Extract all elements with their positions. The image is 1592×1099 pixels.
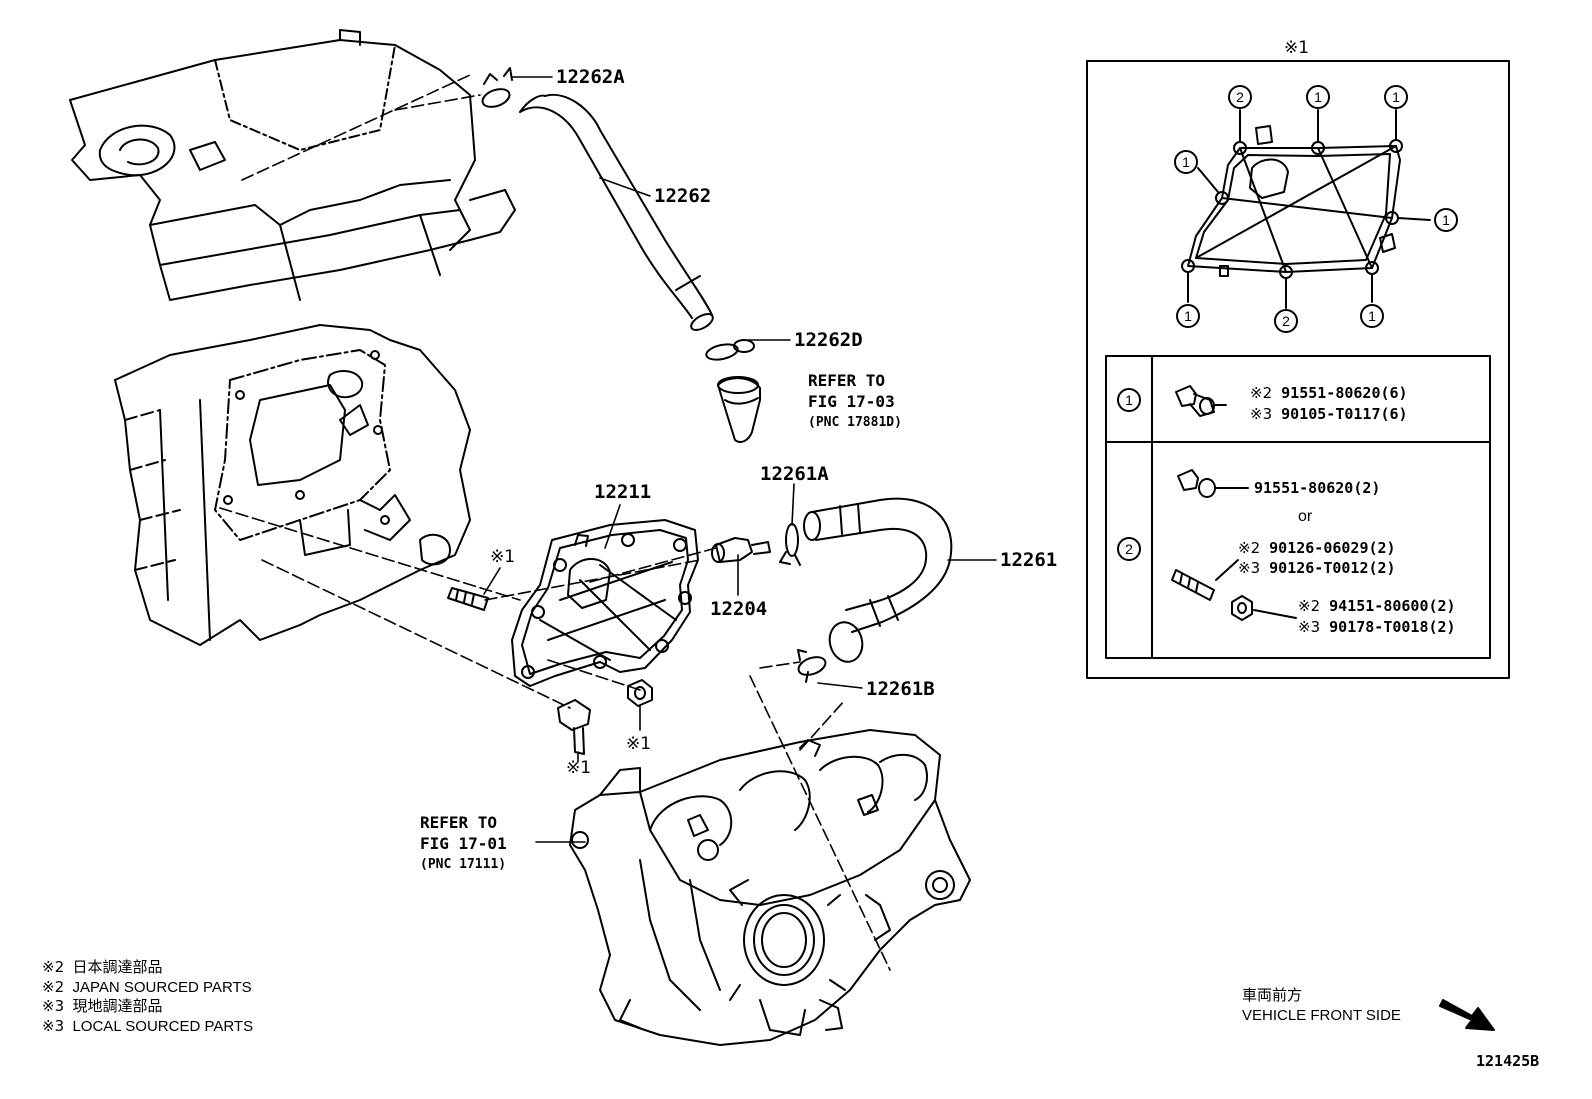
- pcv-valve-12204-drawing: [711, 537, 771, 563]
- bolt-mark: ※1: [566, 758, 592, 778]
- table-row-number: 1: [1125, 392, 1133, 408]
- clamp-12261A-drawing: [779, 523, 801, 566]
- circle-number: 1: [1314, 89, 1322, 105]
- hose-12261-drawing: [803, 497, 953, 663]
- callout-12261: 12261: [1000, 549, 1058, 571]
- stud-mark: ※1: [490, 547, 516, 567]
- part-number-line: ※2 91551-80620(6): [1250, 384, 1408, 402]
- ref-line: FIG 17-01: [420, 834, 507, 853]
- ref-line: REFER TO: [420, 813, 498, 832]
- part-number-line: ※3 90178-T0018(2): [1298, 618, 1456, 636]
- part-number-line: ※2 90126-06029(2): [1238, 539, 1396, 557]
- stud-drawing: [447, 587, 489, 611]
- clamp-12261B-drawing: [797, 649, 827, 683]
- vehicle-front-arrow: [1439, 999, 1495, 1031]
- callout-12211: 12211: [594, 481, 652, 503]
- ref-line: (PNC 17881D): [808, 415, 902, 430]
- circle-number: 1: [1184, 308, 1192, 324]
- ref-line: REFER TO: [808, 371, 886, 390]
- callout-12261B: 12261B: [866, 678, 935, 700]
- ref-line: FIG 17-03: [808, 392, 895, 411]
- note-line: ※3 現地調達部品: [42, 997, 163, 1015]
- table-row-number: 2: [1125, 541, 1133, 557]
- callout-12204: 12204: [710, 598, 768, 620]
- circle-number: 2: [1236, 89, 1244, 105]
- callout-12262D: 12262D: [794, 329, 863, 351]
- note-line: ※2 日本調達部品: [42, 958, 163, 976]
- callout-12261A: 12261A: [760, 463, 829, 485]
- clamp-12262D-drawing: [705, 339, 755, 361]
- callout-12262: 12262: [654, 185, 712, 207]
- leader-lines: [483, 76, 997, 843]
- hose-12262-drawing: [519, 93, 714, 331]
- vehicle-front-jp: 車両前方: [1242, 986, 1303, 1004]
- intake-manifold-drawing: [569, 729, 971, 1046]
- pcv-fitting-drawing: [717, 376, 761, 443]
- figure-id: 121425B: [1476, 1052, 1540, 1070]
- part-number-line: ※3 90126-T0012(2): [1238, 559, 1396, 577]
- circle-number: 1: [1392, 89, 1400, 105]
- callout-12262A: 12262A: [556, 66, 625, 88]
- circle-number: 2: [1282, 313, 1290, 329]
- part-number-line: 91551-80620(2): [1254, 479, 1381, 497]
- detail-circle-numbers: 2 1 1 1 1 1 2 1 1 2: [1125, 89, 1450, 557]
- clamp-12262A-drawing: [481, 67, 513, 108]
- note-line: ※3 LOCAL SOURCED PARTS: [42, 1017, 254, 1035]
- detail-box: [1086, 60, 1510, 679]
- detail-title-mark: ※1: [1284, 38, 1310, 58]
- note-line: ※2 JAPAN SOURCED PARTS: [42, 978, 252, 996]
- assembly-lines: [219, 74, 891, 971]
- circle-number: 1: [1368, 308, 1376, 324]
- nut-mark: ※1: [626, 734, 652, 754]
- ref-line: (PNC 17111): [420, 857, 507, 872]
- bolt-drawing: [557, 699, 591, 755]
- part-number-line: ※3 90105-T0117(6): [1250, 405, 1408, 423]
- part-number-line: ※2 94151-80600(2): [1298, 597, 1456, 615]
- alternative-or: or: [1298, 508, 1313, 525]
- circle-number: 1: [1442, 212, 1450, 228]
- nut-drawing: [627, 679, 653, 707]
- vehicle-front-en: VEHICLE FRONT SIDE: [1242, 1007, 1401, 1024]
- engine-block-drawing: [69, 29, 516, 646]
- circle-number: 1: [1182, 154, 1190, 170]
- cover-12211-drawing: [511, 519, 699, 687]
